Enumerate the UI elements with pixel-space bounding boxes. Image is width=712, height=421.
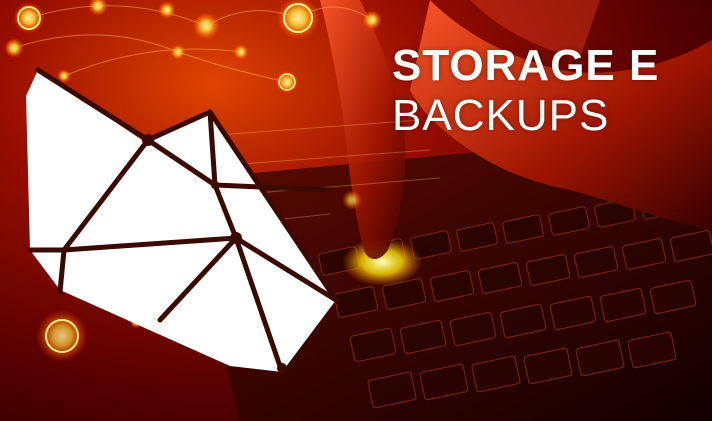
white-geometric-cube-logo	[26, 67, 339, 375]
network-glow-points	[4, 0, 382, 362]
hand	[320, 0, 712, 259]
headline-line-2: BACKUPS	[392, 91, 610, 140]
headline: STORAGE E BACKUPS	[392, 44, 692, 138]
headline-line-1: STORAGE E	[392, 41, 660, 90]
